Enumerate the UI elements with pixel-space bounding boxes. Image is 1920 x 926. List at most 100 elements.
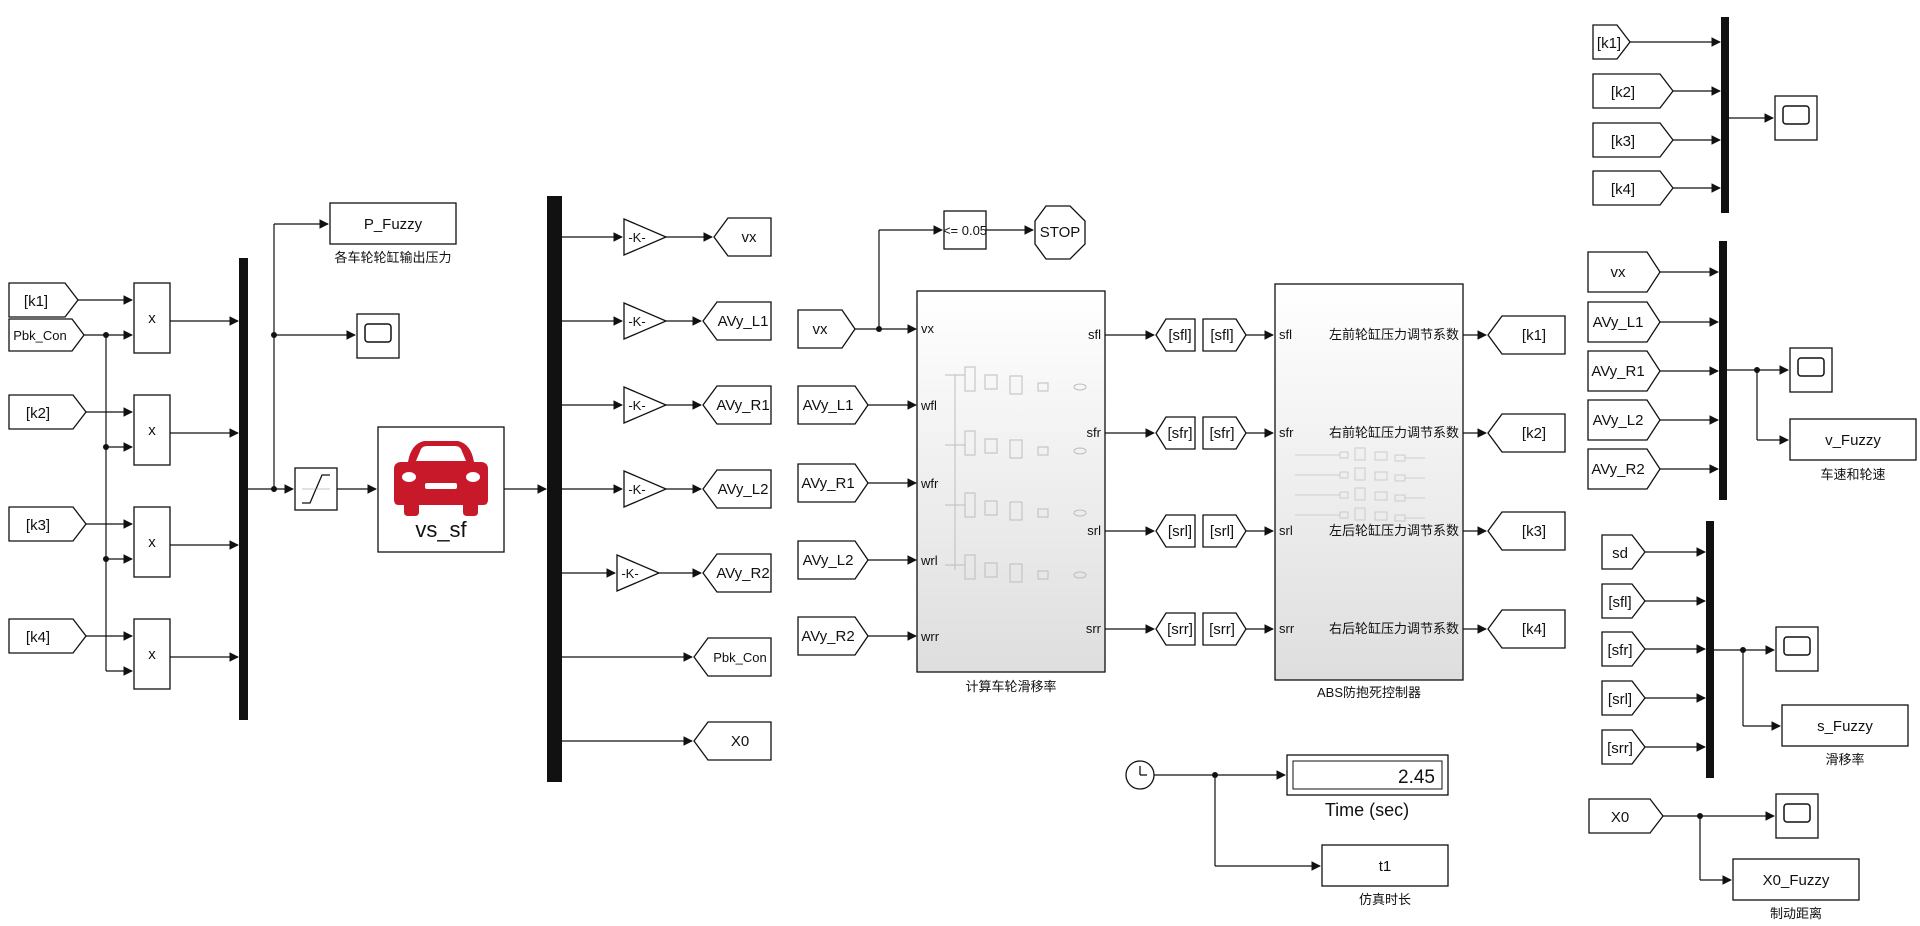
from-avy-l1-right[interactable]: AVy_L1: [1587, 301, 1661, 343]
goto-sfl[interactable]: [sfl]: [1155, 318, 1196, 352]
s-fuzzy-workspace-block[interactable]: s_Fuzzy: [1781, 704, 1909, 747]
goto-k2[interactable]: [k2]: [1487, 413, 1566, 453]
from-tag-pbk-con[interactable]: Pbk_Con: [8, 318, 85, 352]
subsystem-preview-icon: [1295, 447, 1425, 522]
mux-bar-speed[interactable]: [1719, 241, 1727, 500]
from-tag-k2[interactable]: [k2]: [8, 394, 87, 430]
slip-rate-subsystem[interactable]: vx wfl wfr wrl wrr sfl sfr srl srr: [916, 290, 1106, 673]
gain-block-1[interactable]: -K-: [623, 218, 668, 256]
port-label: srl: [1279, 523, 1293, 538]
product-label: x: [148, 422, 156, 439]
gain-label: -K-: [628, 314, 645, 329]
from-label: [srr]: [1209, 621, 1235, 638]
vehicle-block-vs-sf[interactable]: vs_sf: [377, 426, 505, 553]
from-srr[interactable]: [srr]: [1202, 612, 1247, 646]
goto-avy-l2[interactable]: AVy_L2: [702, 469, 772, 509]
goto-x0[interactable]: X0: [693, 721, 772, 761]
clock-block[interactable]: [1125, 760, 1155, 790]
from-tag-k4[interactable]: [k4]: [8, 618, 87, 654]
from-avy-l1[interactable]: AVy_L1: [797, 385, 869, 425]
from-avy-r1[interactable]: AVy_R1: [797, 463, 869, 503]
goto-avy-r1[interactable]: AVy_R1: [702, 385, 772, 425]
mux-bar-1[interactable]: [239, 258, 248, 720]
goto-avy-r2[interactable]: AVy_R2: [702, 553, 772, 593]
from-label: [k4]: [1611, 181, 1635, 198]
from-sfl-right[interactable]: [sfl]: [1601, 583, 1646, 619]
mux-bar-slip[interactable]: [1706, 521, 1714, 778]
from-avy-l2[interactable]: AVy_L2: [797, 540, 869, 580]
scope-slip[interactable]: [1775, 626, 1819, 672]
goto-k1[interactable]: [k1]: [1487, 315, 1566, 355]
gain-label: -K-: [621, 566, 638, 581]
display-block[interactable]: 2.45: [1286, 754, 1449, 796]
from-avy-r2-right[interactable]: AVy_R2: [1587, 448, 1661, 490]
goto-label: AVy_L2: [718, 481, 769, 498]
goto-srl[interactable]: [srl]: [1155, 514, 1196, 548]
goto-sfr[interactable]: [sfr]: [1155, 416, 1196, 450]
gain-block-2[interactable]: -K-: [623, 302, 668, 340]
from-tag-k1[interactable]: [k1]: [8, 282, 79, 318]
from-x0[interactable]: X0: [1588, 798, 1664, 834]
from-k2-top[interactable]: [k2]: [1592, 73, 1674, 109]
from-srl-right[interactable]: [srl]: [1601, 680, 1646, 716]
goto-srr[interactable]: [srr]: [1155, 612, 1196, 646]
compare-label: <= 0.05: [943, 223, 987, 238]
saturation-block[interactable]: [294, 467, 338, 511]
from-sd[interactable]: sd: [1601, 534, 1646, 570]
from-srr-right[interactable]: [srr]: [1601, 729, 1646, 765]
mux-bar-top-right[interactable]: [1721, 17, 1729, 213]
p-fuzzy-workspace-block[interactable]: P_Fuzzy: [329, 202, 457, 245]
goto-k4[interactable]: [k4]: [1487, 609, 1566, 649]
goto-pbk-con[interactable]: Pbk_Con: [693, 637, 772, 677]
speed-from-tags: vx AVy_L1 AVy_R1 AVy_L2 AVy_R2: [1587, 251, 1661, 490]
from-sfl[interactable]: [sfl]: [1202, 318, 1247, 352]
scope-x0[interactable]: [1775, 793, 1819, 839]
from-label: [srl]: [1608, 691, 1632, 708]
display-caption: Time (sec): [1325, 800, 1409, 820]
stop-block[interactable]: STOP: [1034, 205, 1086, 260]
from-vx-right[interactable]: vx: [1587, 251, 1661, 293]
from-sfr-right[interactable]: [sfr]: [1601, 631, 1646, 667]
goto-k3[interactable]: [k3]: [1487, 511, 1566, 551]
from-vx[interactable]: vx: [797, 309, 856, 349]
product-block-4[interactable]: x: [133, 618, 171, 690]
goto-vx[interactable]: vx: [713, 217, 772, 257]
abs-controller-subsystem[interactable]: sfl sfr srl srr 左前轮缸压力调节系数 右前轮缸压力调节系数 左后…: [1274, 283, 1464, 681]
gain-label: -K-: [628, 482, 645, 497]
port-label: sfr: [1087, 425, 1102, 440]
slip-input-wires: [855, 225, 943, 641]
from-avy-l2-right[interactable]: AVy_L2: [1587, 399, 1661, 441]
goto-label: AVy_R2: [716, 565, 769, 582]
product-block-1[interactable]: x: [133, 282, 171, 354]
gain-block-4[interactable]: -K-: [623, 470, 668, 508]
scope-top-right[interactable]: [1774, 95, 1818, 141]
from-avy-r2[interactable]: AVy_R2: [797, 616, 869, 656]
from-label: [sfr]: [1210, 425, 1235, 442]
goto-label: AVy_L1: [718, 313, 769, 330]
product-block-2[interactable]: x: [133, 394, 171, 466]
t1-workspace-block[interactable]: t1: [1321, 844, 1449, 887]
vehicle-block-label: vs_sf: [415, 517, 467, 542]
x0-fuzzy-workspace-block[interactable]: X0_Fuzzy: [1732, 858, 1860, 901]
s-fuzzy-label: s_Fuzzy: [1817, 718, 1873, 735]
goto-avy-l1[interactable]: AVy_L1: [702, 301, 772, 341]
from-k3-top[interactable]: [k3]: [1592, 122, 1674, 158]
from-label: [srr]: [1607, 740, 1633, 757]
compare-to-constant-block[interactable]: <= 0.05: [943, 210, 987, 250]
v-fuzzy-workspace-block[interactable]: v_Fuzzy: [1789, 418, 1917, 461]
gain-block-3[interactable]: -K-: [623, 386, 668, 424]
scope-speed[interactable]: [1789, 347, 1833, 393]
scope-icon: [1782, 105, 1810, 125]
demux-bar[interactable]: [547, 196, 562, 782]
from-avy-r1-right[interactable]: AVy_R1: [1587, 350, 1661, 392]
top-right-wires: [1630, 37, 1774, 193]
from-sfr[interactable]: [sfr]: [1202, 416, 1247, 450]
product-block-3[interactable]: x: [133, 506, 171, 578]
gain-block-5[interactable]: -K-: [616, 554, 661, 592]
from-k4-top[interactable]: [k4]: [1592, 170, 1674, 206]
from-k1-top[interactable]: [k1]: [1592, 24, 1631, 60]
from-tag-k3[interactable]: [k3]: [8, 506, 87, 542]
scope-1[interactable]: [356, 313, 400, 359]
from-srl[interactable]: [srl]: [1202, 514, 1247, 548]
